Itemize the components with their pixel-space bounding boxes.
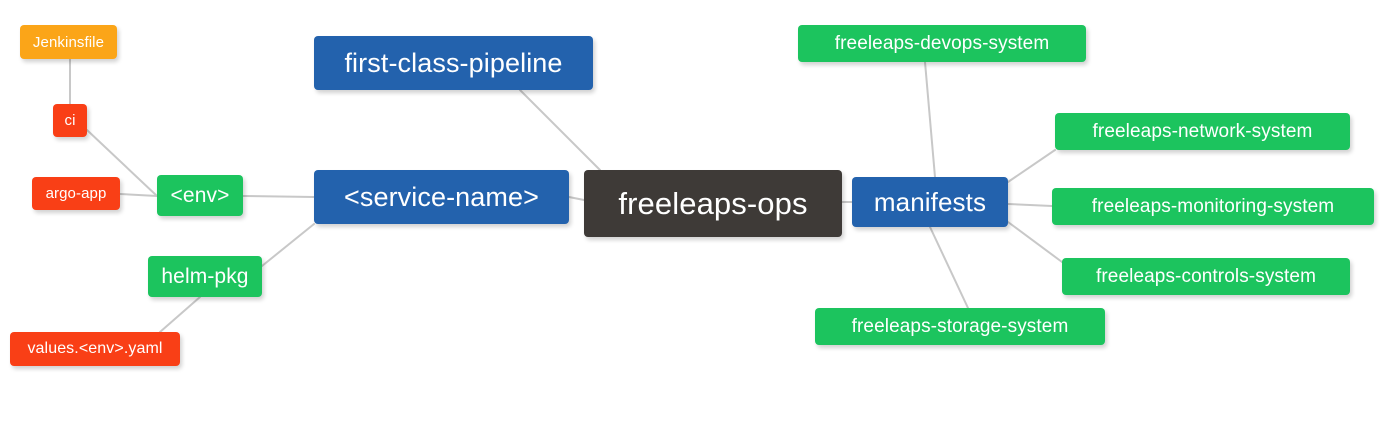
mindmap-node-argo-app[interactable]: argo-app <box>32 177 120 210</box>
mindmap-node-manifests[interactable]: manifests <box>852 177 1008 227</box>
mindmap-node-values-env-yaml[interactable]: values.<env>.yaml <box>10 332 180 366</box>
mindmap-node-label: freeleaps-monitoring-system <box>1091 196 1335 217</box>
mindmap-node-freeleaps-ops[interactable]: freeleaps-ops <box>584 170 842 237</box>
mindmap-node-label: freeleaps-devops-system <box>834 33 1050 54</box>
mindmap-node-ci[interactable]: ci <box>53 104 87 137</box>
mindmap-node-freeleaps-controls-system[interactable]: freeleaps-controls-system <box>1062 258 1350 295</box>
mindmap-node-label: <env> <box>170 184 230 207</box>
edge-service-name-to-freeleaps-ops <box>568 196 585 201</box>
mindmap-node-label: values.<env>.yaml <box>27 340 163 357</box>
edge-manifests-to-freeleaps-devops-system <box>924 61 936 178</box>
mindmap-node-label: Jenkinsfile <box>32 33 105 51</box>
mindmap-node-label: freeleaps-controls-system <box>1095 266 1317 287</box>
edge-env-to-service-name <box>242 195 315 198</box>
edge-argo-app-to-env <box>119 193 158 197</box>
mindmap-node-label: manifests <box>873 187 987 217</box>
mindmap-node-freeleaps-network-system[interactable]: freeleaps-network-system <box>1055 113 1350 150</box>
mindmap-node-label: first-class-pipeline <box>344 47 563 78</box>
mindmap-node-label: freeleaps-storage-system <box>851 316 1069 337</box>
edge-first-class-pipeline-to-freeleaps-ops <box>519 89 601 171</box>
mindmap-node-jenkinsfile[interactable]: Jenkinsfile <box>20 25 117 59</box>
mindmap-node-label: <service-name> <box>344 181 539 212</box>
edge-manifests-to-freeleaps-storage-system <box>929 226 969 309</box>
mindmap-node-label: ci <box>64 112 76 129</box>
mindmap-node-env[interactable]: <env> <box>157 175 243 216</box>
mindmap-node-label: helm-pkg <box>161 265 249 288</box>
edge-manifests-to-freeleaps-controls-system <box>1007 221 1063 263</box>
edge-helm-pkg-to-service-name <box>261 223 315 267</box>
mindmap-node-label: argo-app <box>45 185 107 202</box>
edge-values-env-yaml-to-helm-pkg <box>159 296 201 333</box>
mindmap-node-freeleaps-devops-system[interactable]: freeleaps-devops-system <box>798 25 1086 62</box>
mindmap-node-label: freeleaps-ops <box>618 186 808 221</box>
mindmap-node-label: freeleaps-network-system <box>1092 121 1313 142</box>
mindmap-node-freeleaps-storage-system[interactable]: freeleaps-storage-system <box>815 308 1105 345</box>
edge-manifests-to-freeleaps-network-system <box>1007 149 1056 183</box>
edge-manifests-to-freeleaps-monitoring-system <box>1007 203 1053 207</box>
mindmap-node-helm-pkg[interactable]: helm-pkg <box>148 256 262 297</box>
mindmap-node-first-class-pipeline[interactable]: first-class-pipeline <box>314 36 593 90</box>
mindmap-node-service-name[interactable]: <service-name> <box>314 170 569 224</box>
mindmap-node-freeleaps-monitoring-system[interactable]: freeleaps-monitoring-system <box>1052 188 1374 225</box>
